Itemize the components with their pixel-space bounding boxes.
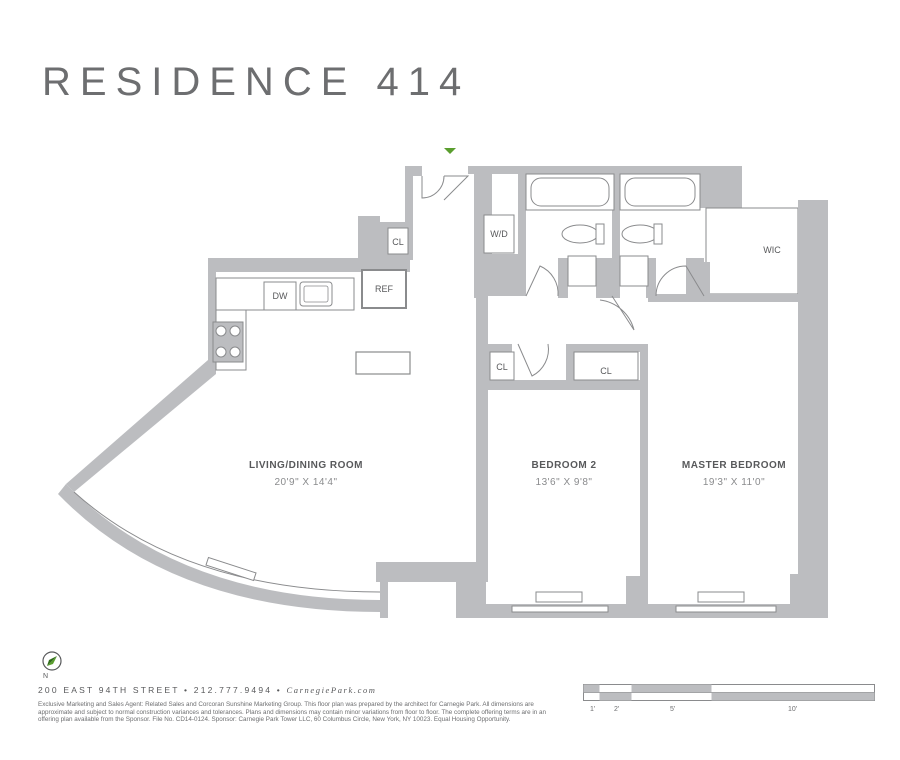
master-closet-label: CL — [600, 366, 612, 376]
bedroom2-closet-label: CL — [496, 362, 508, 372]
living-room-dims: 20'9" X 14'4" — [274, 477, 337, 488]
bedroom2-dims: 13'6" X 9'8" — [536, 477, 593, 488]
compass-icon: N — [42, 651, 62, 680]
master-bedroom-name: MASTER BEDROOM — [682, 460, 786, 471]
residence-title: RESIDENCE 414 — [42, 60, 471, 104]
address-text: 200 EAST 94TH STREET • 212.777.9494 • — [38, 685, 282, 695]
dishwasher-label: DW — [273, 291, 288, 301]
bedroom2-name: BEDROOM 2 — [531, 460, 596, 471]
compass-label: N — [43, 673, 48, 680]
master-bedroom-dims: 19'3" X 11'0" — [703, 477, 765, 488]
scale-bar — [583, 684, 875, 701]
scale-label-2: 2' — [614, 706, 620, 713]
disclaimer-text: Exclusive Marketing and Sales Agent: Rel… — [38, 701, 546, 724]
website-link[interactable]: CarnegiePark.com — [286, 685, 377, 695]
walk-in-closet-label: WIC — [763, 245, 781, 255]
address-line: 200 EAST 94TH STREET • 212.777.9494 • Ca… — [38, 685, 377, 695]
living-room-name: LIVING/DINING ROOM — [249, 460, 363, 471]
door-swings — [421, 175, 705, 377]
entry-closet-label: CL — [392, 237, 404, 247]
scale-label-10: 10' — [788, 706, 798, 713]
stove-icon — [212, 321, 244, 363]
refrigerator-label: REF — [375, 284, 394, 294]
floor-plan: CL W/D WIC REF DW CL CL LIVING/DINING RO… — [58, 148, 828, 618]
scale-label-5: 5' — [670, 706, 676, 713]
walls — [58, 166, 828, 618]
entry-marker-icon — [444, 148, 456, 154]
scale-label-1: 1' — [590, 706, 596, 713]
washer-dryer-label: W/D — [490, 229, 508, 239]
